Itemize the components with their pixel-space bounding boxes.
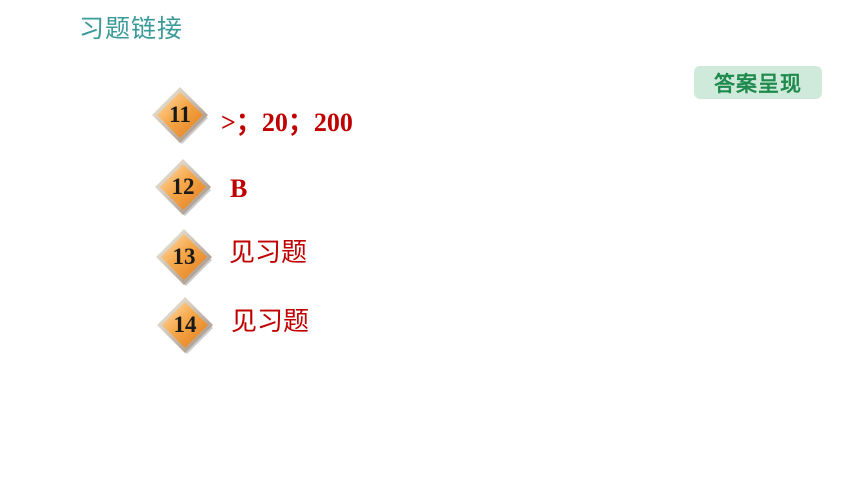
- list-item-11: 11 >；20；200: [151, 86, 411, 146]
- item-number: 14: [173, 312, 197, 337]
- list-item-14: 14 见习题: [156, 296, 356, 356]
- item-number: 12: [171, 174, 195, 199]
- answer-text: 见习题: [229, 238, 308, 268]
- list-item-12: 12 B: [154, 158, 354, 218]
- answer-text: 见习题: [231, 307, 310, 337]
- number-badge-icon: 14: [156, 296, 214, 354]
- number-badge-icon: 11: [151, 86, 209, 144]
- number-badge-icon: 13: [155, 228, 213, 286]
- answer-text: B: [230, 174, 248, 203]
- item-number: 11: [169, 102, 191, 127]
- page-title: 习题链接: [79, 14, 184, 43]
- list-item-13: 13 见习题: [155, 228, 355, 288]
- answer-text: >；20；200: [221, 108, 353, 137]
- item-number: 13: [172, 244, 196, 269]
- show-answers-button[interactable]: 答案呈现: [694, 66, 822, 99]
- number-badge-icon: 12: [154, 158, 212, 216]
